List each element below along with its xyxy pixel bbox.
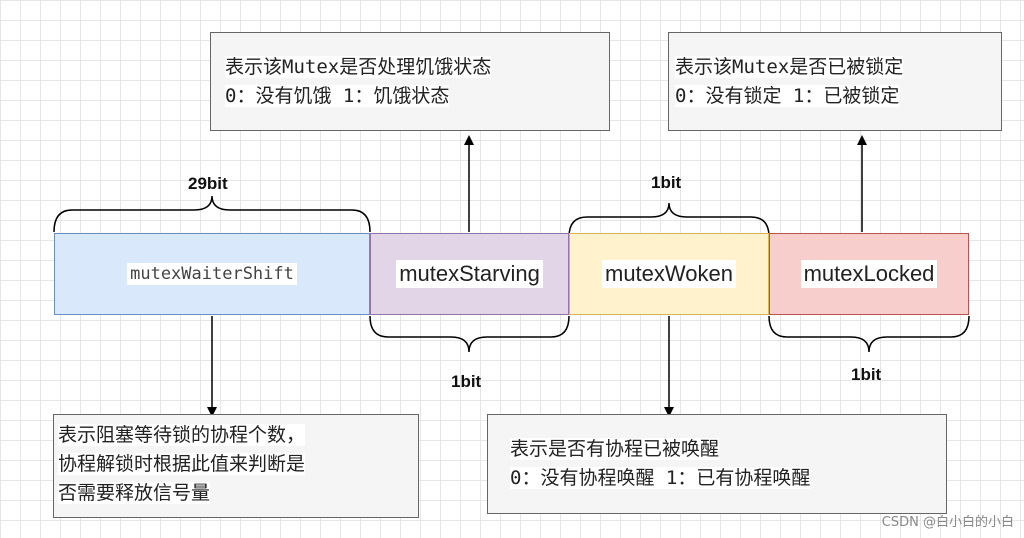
segment-locked-label: mutexLocked (800, 260, 938, 288)
brace-starving (369, 315, 570, 353)
note-waiter-line3: 否需要释放信号量 (58, 482, 211, 504)
bits-label-locked: 1bit (851, 365, 882, 384)
brace-woken (568, 202, 770, 238)
segment-starving: mutexStarving (370, 233, 569, 315)
note-waiter-line1: 表示阻塞等待锁的协程个数， (58, 424, 306, 446)
note-starving: 表示该Mutex是否处理饥饿状态 0：没有饥饿 1：饥饿状态 (210, 32, 610, 131)
segment-starving-label: mutexStarving (396, 260, 543, 288)
watermark: CSDN @白小白的小白 (881, 515, 1014, 530)
note-starving-line1: 表示该Mutex是否处理饥饿状态 (225, 56, 492, 78)
brace-waiter (53, 195, 371, 233)
bits-label-waiter: 29bit (188, 174, 228, 193)
note-woken-line1: 表示是否有协程已被唤醒 (510, 438, 720, 460)
note-waiter-line2: 协程解锁时根据此值来判断是 (58, 453, 306, 475)
segment-woken: mutexWoken (569, 233, 769, 315)
note-starving-line2: 0：没有饥饿 1：饥饿状态 (225, 85, 450, 107)
bits-label-starving: 1bit (451, 372, 482, 391)
segment-woken-label: mutexWoken (602, 260, 736, 288)
segment-waiter-shift: mutexWaiterShift (54, 233, 370, 315)
note-locked-line2: 0：没有锁定 1：已被锁定 (675, 85, 900, 107)
note-locked: 表示该Mutex是否已被锁定 0：没有锁定 1：已被锁定 (668, 32, 1002, 131)
segment-locked: mutexLocked (769, 233, 969, 315)
note-waiter: 表示阻塞等待锁的协程个数， 协程解锁时根据此值来判断是 否需要释放信号量 (53, 414, 419, 518)
note-woken-line2: 0：没有协程唤醒 1：已有协程唤醒 (510, 467, 811, 489)
brace-locked (768, 315, 970, 353)
bits-label-woken: 1bit (651, 173, 682, 192)
note-locked-line1: 表示该Mutex是否已被锁定 (675, 56, 904, 78)
segment-waiter-shift-label: mutexWaiterShift (127, 263, 297, 285)
note-woken: 表示是否有协程已被唤醒 0：没有协程唤醒 1：已有协程唤醒 (487, 414, 947, 514)
